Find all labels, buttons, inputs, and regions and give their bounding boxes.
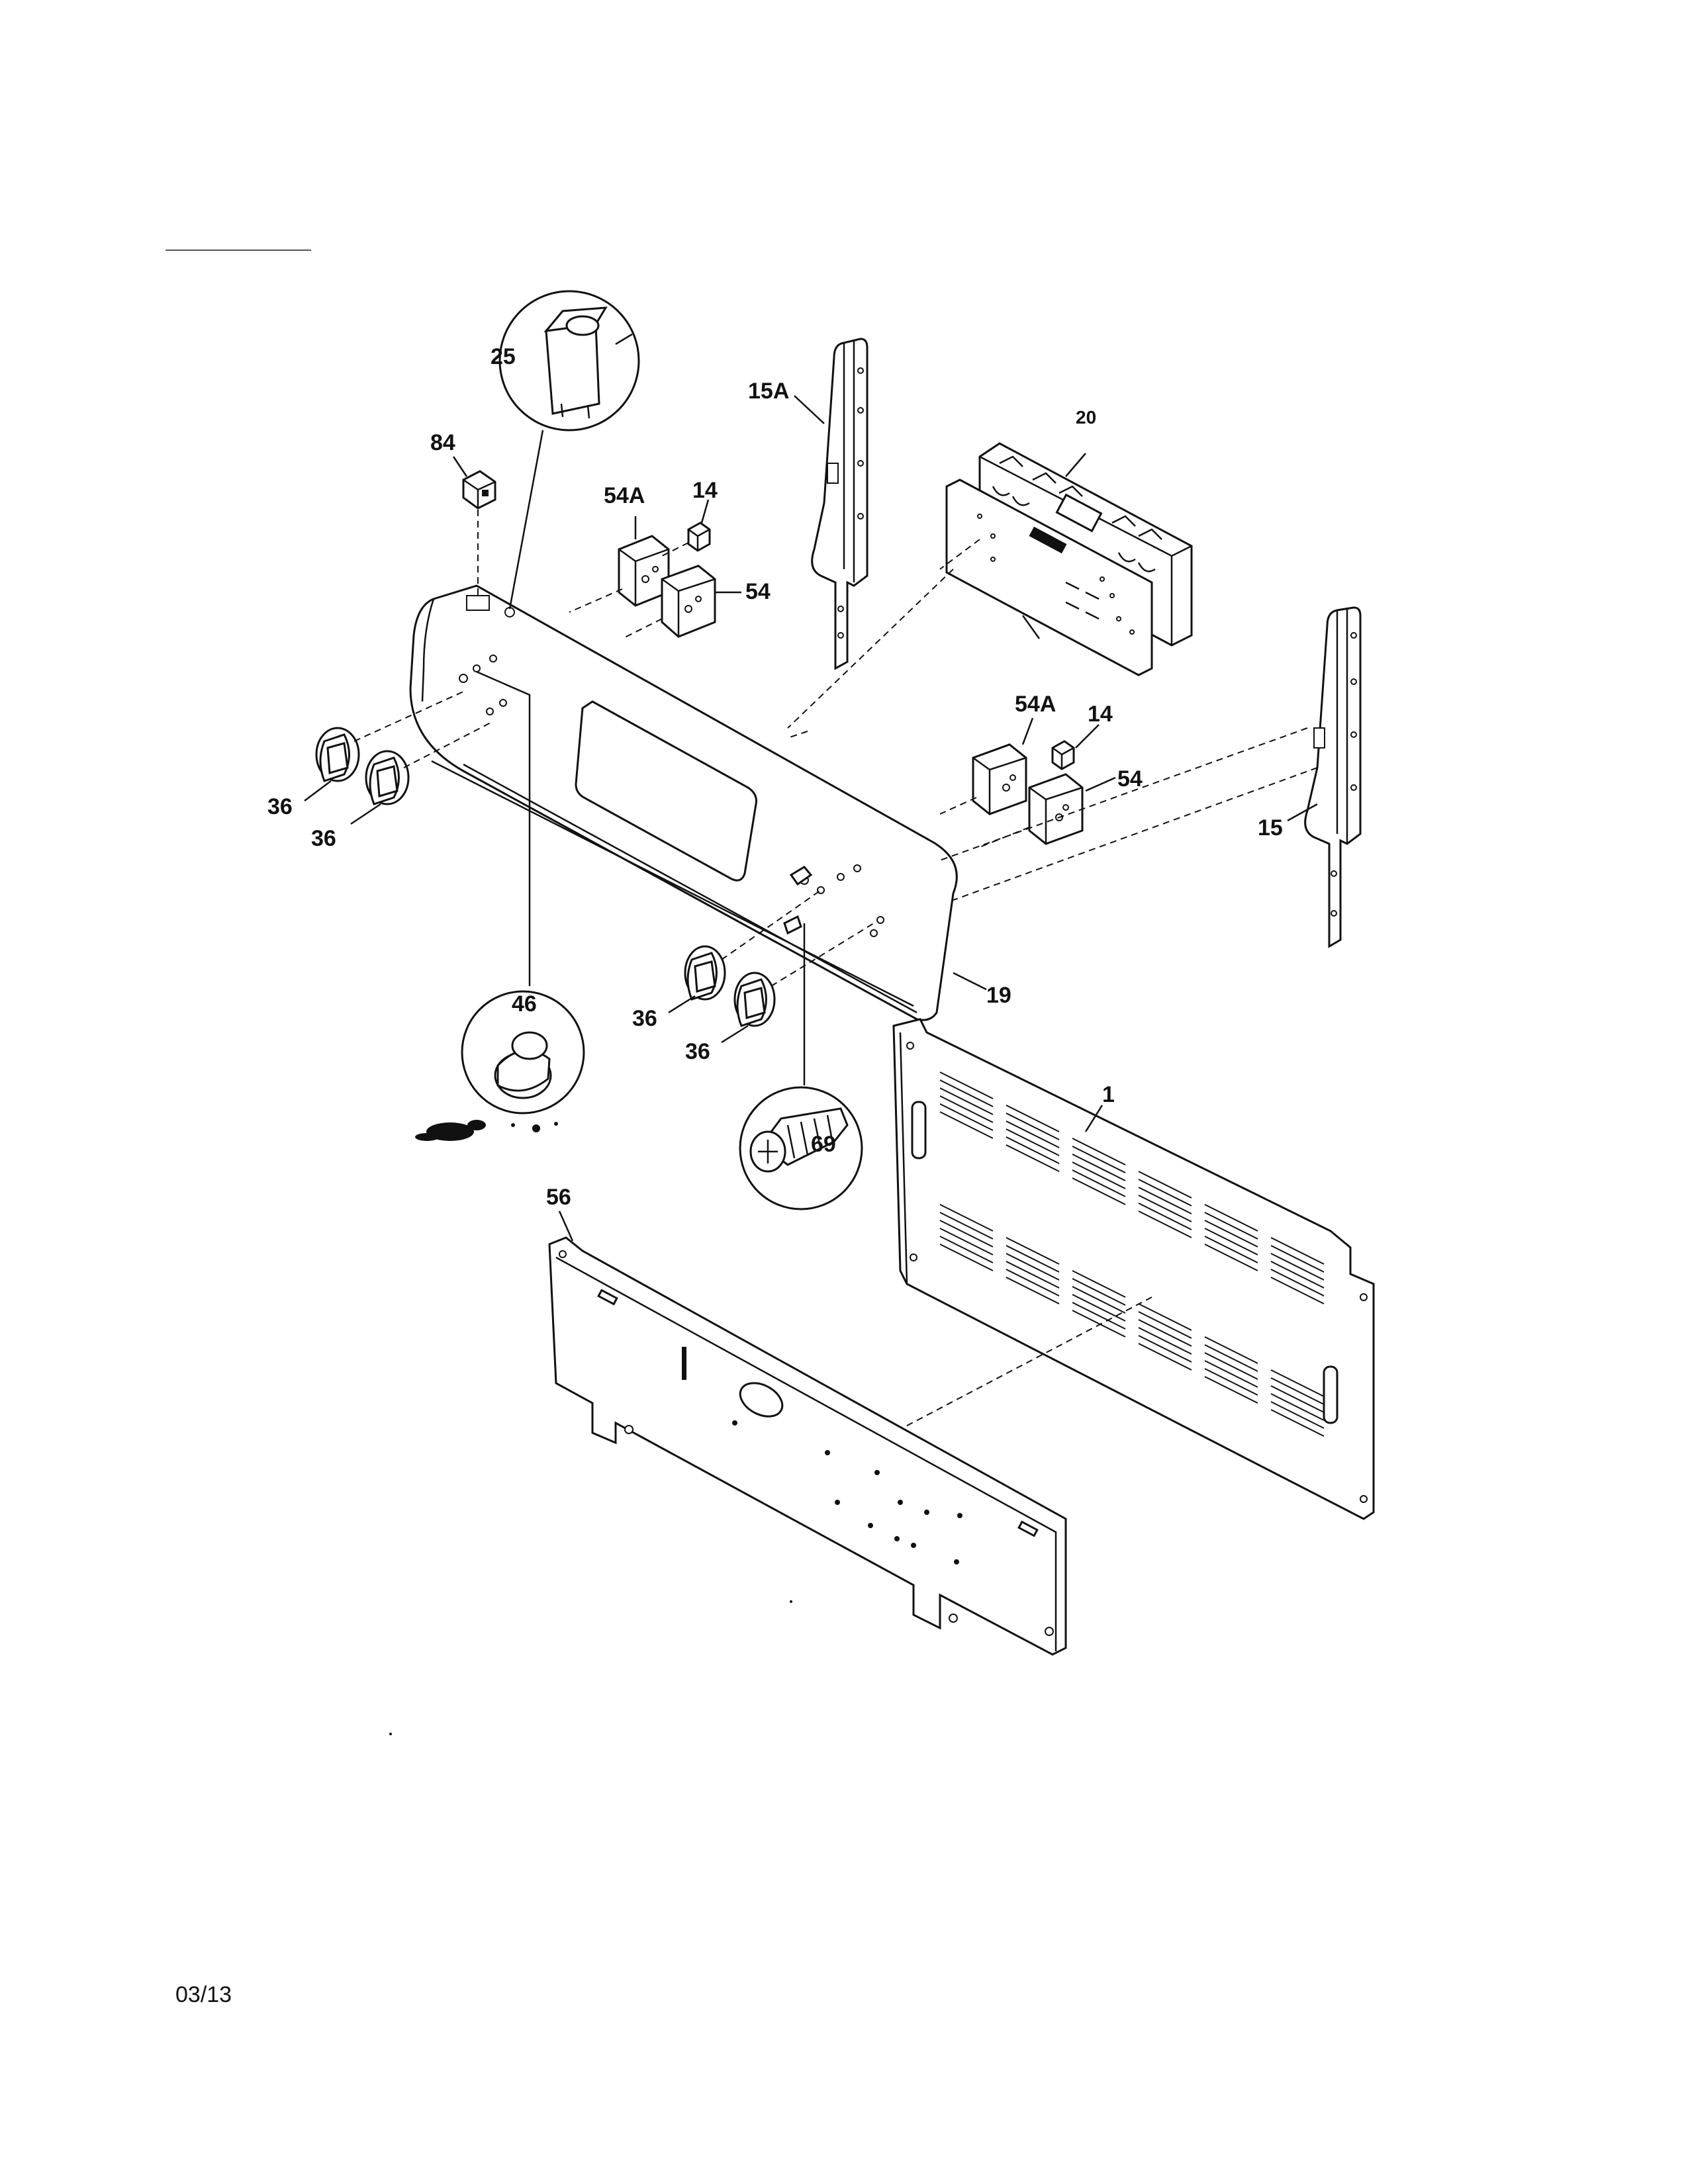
callout-36-b: 36 bbox=[311, 826, 336, 851]
callout-54A-left: 54A bbox=[604, 483, 645, 508]
overlay-part-20A bbox=[945, 478, 1153, 676]
detail-circle-part-69 bbox=[739, 1086, 863, 1210]
callout-14-left: 14 bbox=[692, 478, 718, 503]
switch-part-54A-right bbox=[972, 743, 1027, 815]
callout-20: 20 bbox=[1076, 407, 1096, 428]
callout-54-left: 54 bbox=[745, 579, 771, 604]
switch-part-54-right bbox=[1028, 773, 1084, 845]
callout-25: 25 bbox=[491, 344, 516, 369]
control-panel-part-19 bbox=[409, 584, 958, 1021]
callout-36-c: 36 bbox=[632, 1006, 657, 1031]
detail-circle-part-25 bbox=[498, 290, 640, 432]
switch-part-54-left bbox=[661, 565, 716, 638]
callout-15: 15 bbox=[1258, 815, 1283, 841]
callout-46: 46 bbox=[512, 991, 537, 1017]
callout-69: 69 bbox=[811, 1132, 836, 1157]
callout-19: 19 bbox=[986, 983, 1011, 1008]
callout-1: 1 bbox=[1102, 1082, 1115, 1107]
knob-36-a bbox=[315, 727, 360, 782]
ink-smudge bbox=[415, 1120, 558, 1141]
callout-54A-right: 54A bbox=[1015, 692, 1056, 717]
callout-14-right: 14 bbox=[1088, 702, 1113, 727]
switch-part-54A-left bbox=[618, 535, 670, 607]
callout-36-d: 36 bbox=[685, 1039, 710, 1064]
rear-panel-part-1 bbox=[892, 1018, 1375, 1520]
callout-84: 84 bbox=[430, 430, 455, 455]
knob-36-c bbox=[684, 945, 726, 1001]
callout-36-a: 36 bbox=[267, 794, 293, 819]
switch-part-14-right bbox=[1051, 740, 1075, 770]
callout-54-right: 54 bbox=[1117, 766, 1143, 792]
date-code: 03/13 bbox=[175, 1982, 232, 2007]
callout-15A: 15A bbox=[748, 379, 789, 404]
side-bracket-part-15A bbox=[811, 338, 868, 670]
knob-36-b bbox=[365, 750, 410, 805]
knob-36-d bbox=[733, 972, 776, 1027]
callout-56: 56 bbox=[546, 1185, 571, 1210]
vent-slots bbox=[939, 1071, 1325, 1437]
switch-part-14-left bbox=[687, 522, 711, 552]
clip-part-84 bbox=[462, 470, 496, 510]
side-bracket-part-15 bbox=[1304, 606, 1362, 948]
base-bracket-part-56 bbox=[548, 1236, 1067, 1656]
detail-circle-part-46 bbox=[461, 990, 585, 1115]
